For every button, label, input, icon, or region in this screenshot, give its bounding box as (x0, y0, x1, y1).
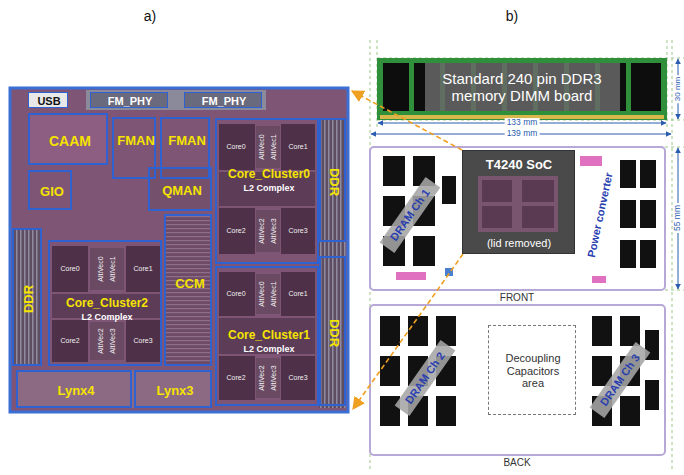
soc-chip: T4240 SoC (lid removed) (462, 150, 575, 254)
core-label: Core0 (226, 290, 245, 298)
node-text: Standard 240 pin DDR3 memory DIMM board (428, 70, 616, 105)
node-text: DDR (22, 285, 37, 313)
core-label: Core3 (133, 337, 152, 345)
dimension: 133 mm (505, 118, 540, 128)
node-text: Core_Cluster1 (228, 329, 310, 343)
power-converter: Power converter (582, 164, 618, 265)
panel-label: b) (506, 8, 518, 24)
altivec-label: AltiVec1 (270, 134, 278, 159)
node-text: (lid removed) (487, 237, 551, 250)
dram-channel: DRAM Ch 2 (395, 340, 456, 416)
chip-block: Lynx3 (134, 370, 212, 408)
node-text: BACK (503, 457, 530, 469)
altivec-label: AltiVec2 (258, 218, 266, 243)
chip-block: USB (28, 92, 68, 108)
die-photo (10, 88, 348, 412)
core-cluster: Core_Cluster0L2 Complex (215, 118, 319, 264)
node-text: FMAN (168, 134, 206, 149)
chip-block: FMAN (160, 117, 210, 179)
chip-block: Lynx4 (16, 370, 132, 408)
core-cluster: Core_Cluster1L2 Complex (215, 266, 319, 406)
front-board: FRONTDRAM Ch 1T4240 SoC(lid removed)Powe… (370, 147, 665, 290)
dimm-board (377, 58, 667, 120)
node-text: FM_PHY (108, 95, 153, 108)
node-text: FRONT (500, 292, 534, 304)
core-label: Core1 (288, 290, 307, 298)
core-label: Core2 (226, 227, 245, 235)
altivec-label: AltiVec3 (270, 365, 278, 390)
node-text: DRAM Ch 1 (388, 187, 433, 243)
altivec-label: AltiVec1 (109, 256, 117, 281)
node-text: FMAN (117, 134, 155, 149)
node-text: T4240 SoC (486, 158, 552, 173)
node-text: DRAM Ch 3 (598, 352, 643, 408)
altivec-label: AltiVec3 (270, 218, 278, 243)
core-label: Core1 (288, 143, 307, 151)
altivec-label: AltiVec0 (258, 134, 266, 159)
chip-block: CAAM (28, 113, 108, 165)
node-text: L2 Complex (243, 183, 294, 193)
core-label: Core0 (226, 143, 245, 151)
altivec-label: AltiVec2 (97, 328, 105, 353)
node-text: DDR (327, 168, 342, 196)
chip-block: QMAN (148, 167, 212, 211)
dimension: 55 mm (673, 203, 683, 233)
capacitor-area: Decoupling Capacitors area (488, 325, 576, 415)
altivec-label: AltiVec0 (258, 281, 266, 306)
node-text: CCM (175, 277, 205, 292)
node-text: Decoupling Capacitors area (497, 352, 569, 390)
core-label: Core1 (133, 265, 152, 273)
node-text: CAAM (49, 133, 91, 149)
altivec-label: AltiVec3 (109, 328, 117, 353)
chip-block: FM_PHY (90, 92, 168, 108)
chip-block: GIO (28, 170, 72, 210)
node-text: L2 Complex (81, 312, 132, 322)
dram-channel: DRAM Ch 1 (380, 177, 441, 253)
node-text: FM_PHY (202, 95, 247, 108)
dimension: 30 mm (673, 75, 682, 103)
node-text: QMAN (162, 184, 202, 199)
node-text: L2 Complex (243, 344, 294, 354)
dram-channel: DRAM Ch 3 (590, 342, 651, 418)
ddr-block: DDR (12, 228, 42, 366)
node-text: Core_Cluster0 (228, 168, 310, 182)
back-board: BACKDRAM Ch 2Decoupling Capacitors areaD… (370, 305, 665, 455)
core-label: Core2 (60, 337, 79, 345)
altivec-label: AltiVec0 (97, 256, 105, 281)
altivec-label: AltiVec2 (258, 365, 266, 390)
dimension: 139 mm (505, 129, 540, 139)
ddr-block: DDR (319, 256, 346, 406)
altivec-label: AltiVec1 (270, 281, 278, 306)
core-label: Core3 (288, 227, 307, 235)
node-text: USB (37, 95, 60, 108)
core-label: Core3 (288, 374, 307, 382)
node-text: DRAM Ch 2 (403, 350, 448, 406)
core-label: Core0 (60, 265, 79, 273)
chip-block: FM_PHY (184, 92, 262, 108)
node-text: Core_Cluster2 (66, 297, 148, 311)
node-text: GIO (40, 185, 64, 200)
dimm-title-box: Standard 240 pin DDR3 memory DIMM board (425, 63, 620, 111)
ddr-block: DDR (319, 118, 346, 242)
node-text: Lynx3 (156, 384, 193, 399)
node-text: Lynx4 (57, 384, 94, 399)
node-text: DDR (327, 319, 342, 347)
node-text: Power converter (585, 172, 615, 259)
chip-block: CCM (164, 214, 212, 366)
panel-label: a) (144, 8, 156, 24)
core-cluster: Core_Cluster2L2 Complex (48, 240, 162, 366)
core-label: Core2 (226, 374, 245, 382)
